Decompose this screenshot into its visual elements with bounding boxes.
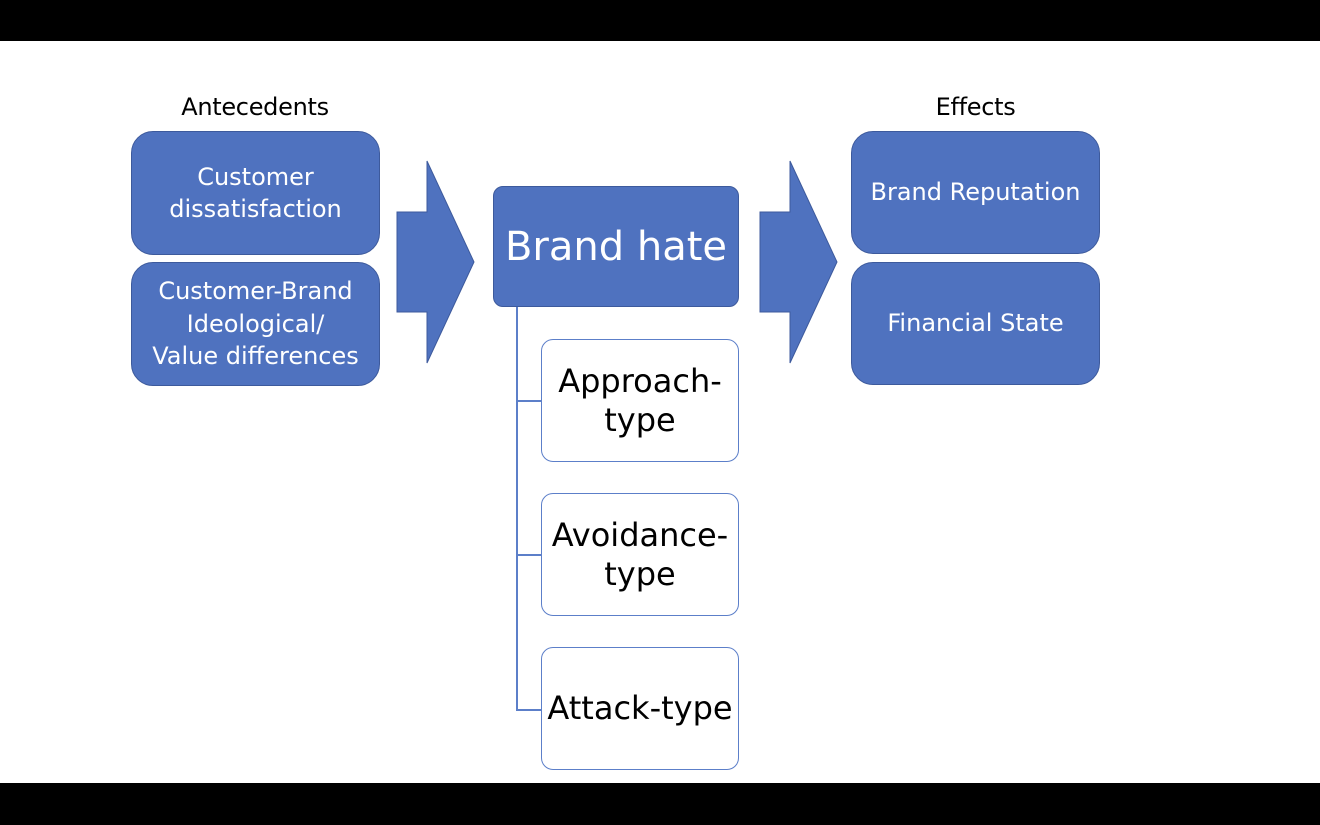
antecedent-label: Customer dissatisfaction [169,162,342,223]
hierarchy-connector-branch [516,709,542,711]
antecedent-value-differences: Customer-Brand Ideological/ Value differ… [131,262,380,386]
avoidance-type-box: Avoidance- type [541,493,739,616]
approach-type-box: Approach- type [541,339,739,462]
type-label: Avoidance- type [551,516,729,593]
effect-brand-reputation: Brand Reputation [851,131,1100,254]
hierarchy-connector-branch [516,554,542,556]
antecedents-header: Antecedents [181,93,329,121]
effect-financial-state: Financial State [851,262,1100,385]
effect-label: Brand Reputation [870,178,1081,207]
effect-label: Financial State [887,309,1064,338]
brand-hate-label: Brand hate [504,223,727,270]
type-label: Approach- type [558,362,722,439]
attack-type-box: Attack-type [541,647,739,770]
right-arrow-icon [396,160,475,364]
effects-header: Effects [935,93,1016,121]
antecedent-customer-dissatisfaction: Customer dissatisfaction [131,131,380,255]
antecedent-label: Customer-Brand Ideological/ Value differ… [152,277,359,371]
hierarchy-connector-vertical [516,307,518,710]
type-label: Attack-type [547,689,733,728]
brand-hate-box: Brand hate [493,186,739,307]
hierarchy-connector-branch [516,400,542,402]
right-arrow-icon [759,160,838,364]
